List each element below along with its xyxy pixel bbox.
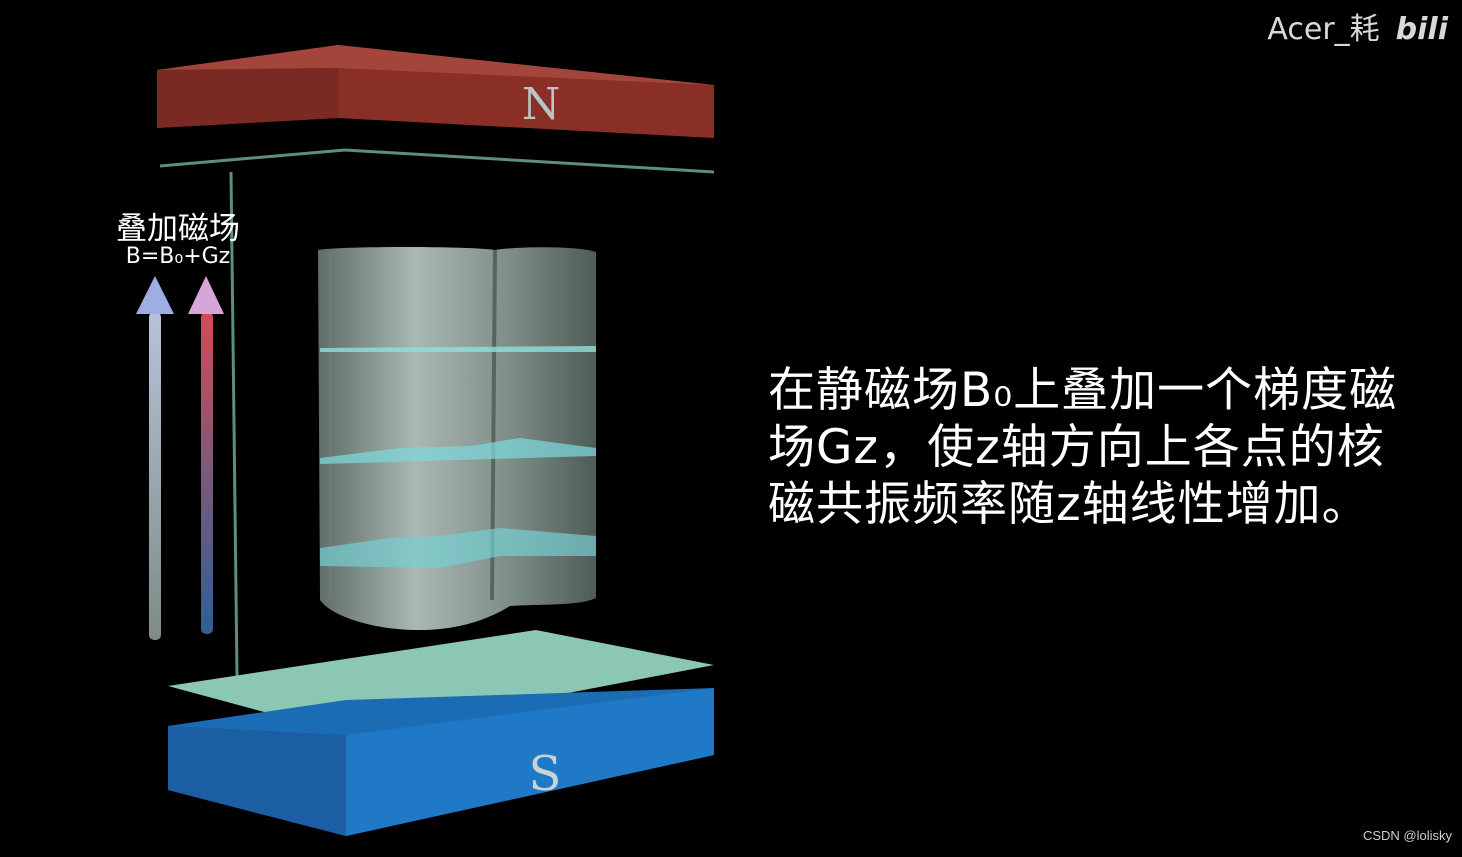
caption-line-3: 磁共振频率随z轴线性增加。 <box>768 477 1370 532</box>
bilibili-logo: bili <box>1395 12 1448 47</box>
south-magnet: S <box>168 688 714 836</box>
gradient-arrow-shaft <box>201 312 213 634</box>
b0-arrow-head <box>136 276 174 314</box>
south-label: S <box>529 746 562 802</box>
field-arrows <box>136 276 224 640</box>
b0-arrow-shaft <box>149 312 161 640</box>
field-label-formula: B=B₀+Gz <box>125 244 231 269</box>
frame-top-line <box>159 148 715 174</box>
north-label: N <box>522 79 561 130</box>
caption-line-2: 场Gz，使z轴方向上各点的核 <box>768 420 1385 475</box>
slice-middle <box>320 438 596 464</box>
slice-lower <box>320 528 596 568</box>
frame-side-line <box>229 171 239 677</box>
field-label-title: 叠加磁场 <box>116 211 240 247</box>
field-label: 叠加磁场 B=B₀+Gz <box>98 212 258 268</box>
caption-line-1: 在静磁场B₀上叠加一个梯度磁 <box>768 363 1398 418</box>
slice-upper <box>320 346 596 352</box>
watermark-user: Acer_耗 <box>1267 12 1380 47</box>
gradient-arrow-head <box>188 276 224 314</box>
video-watermark: Acer_耗 bili <box>1267 4 1448 48</box>
sample-cylinders <box>318 247 596 630</box>
caption-text: 在静磁场B₀上叠加一个梯度磁 场Gz，使z轴方向上各点的核 磁共振频率随z轴线性… <box>768 362 1458 533</box>
north-magnet: N <box>157 45 714 138</box>
csdn-credit: CSDN @lolisky <box>1362 828 1452 843</box>
